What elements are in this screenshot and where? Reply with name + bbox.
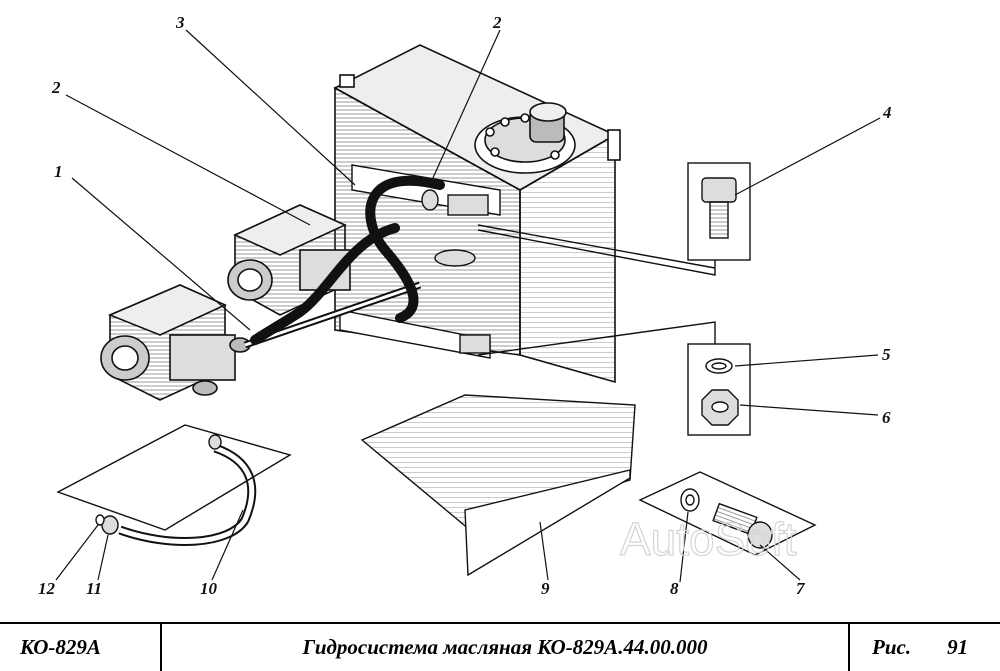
drain-tube bbox=[118, 443, 257, 546]
filler-cap bbox=[474, 102, 576, 174]
title-block: КО-829А Гидросистема масляная КО-829А.44… bbox=[0, 622, 1000, 671]
callout-1: 1 bbox=[54, 162, 63, 181]
callout-2-top: 2 bbox=[492, 13, 502, 32]
callout-2-left: 2 bbox=[51, 78, 61, 97]
figure-number: 91 bbox=[947, 635, 969, 659]
detail-frame-bolt bbox=[477, 162, 751, 276]
callout-9: 9 bbox=[541, 579, 550, 598]
figure-reference: Рис. 91 bbox=[850, 624, 1000, 671]
shield-plate bbox=[360, 394, 636, 577]
model-code: КО-829А bbox=[0, 624, 162, 671]
valve-unit-front bbox=[100, 284, 251, 401]
callout-3: 3 bbox=[175, 13, 185, 32]
callout-7: 7 bbox=[796, 579, 806, 598]
leader-lines bbox=[55, 29, 881, 583]
drawing-title: Гидросистема масляная КО-829А.44.00.000 bbox=[162, 624, 850, 671]
callout-12: 12 bbox=[38, 579, 56, 598]
callout-4: 4 bbox=[882, 103, 892, 122]
callout-6: 6 bbox=[882, 408, 891, 427]
callout-numbers: 1 2 2 3 4 5 6 7 8 9 10 11 12 bbox=[38, 13, 892, 598]
callout-10: 10 bbox=[200, 579, 218, 598]
callout-8: 8 bbox=[670, 579, 679, 598]
valve-unit-rear bbox=[227, 204, 351, 316]
callout-5: 5 bbox=[882, 345, 891, 364]
high-pressure-hose bbox=[250, 175, 445, 345]
hose-fittings bbox=[421, 189, 491, 354]
detail-frame-nut-washer bbox=[477, 321, 751, 436]
drain-tube-nuts bbox=[95, 434, 222, 535]
watermark: AutoSoft bbox=[620, 513, 797, 565]
callout-11: 11 bbox=[86, 579, 102, 598]
detail-frame-shield-bolt bbox=[638, 471, 817, 556]
figure-label: Рис. bbox=[872, 635, 912, 659]
detail-frame-drain bbox=[56, 424, 292, 531]
assembly-drawing: AutoSoft 1 2 2 3 4 5 6 7 8 9 10 11 12 bbox=[38, 13, 892, 598]
